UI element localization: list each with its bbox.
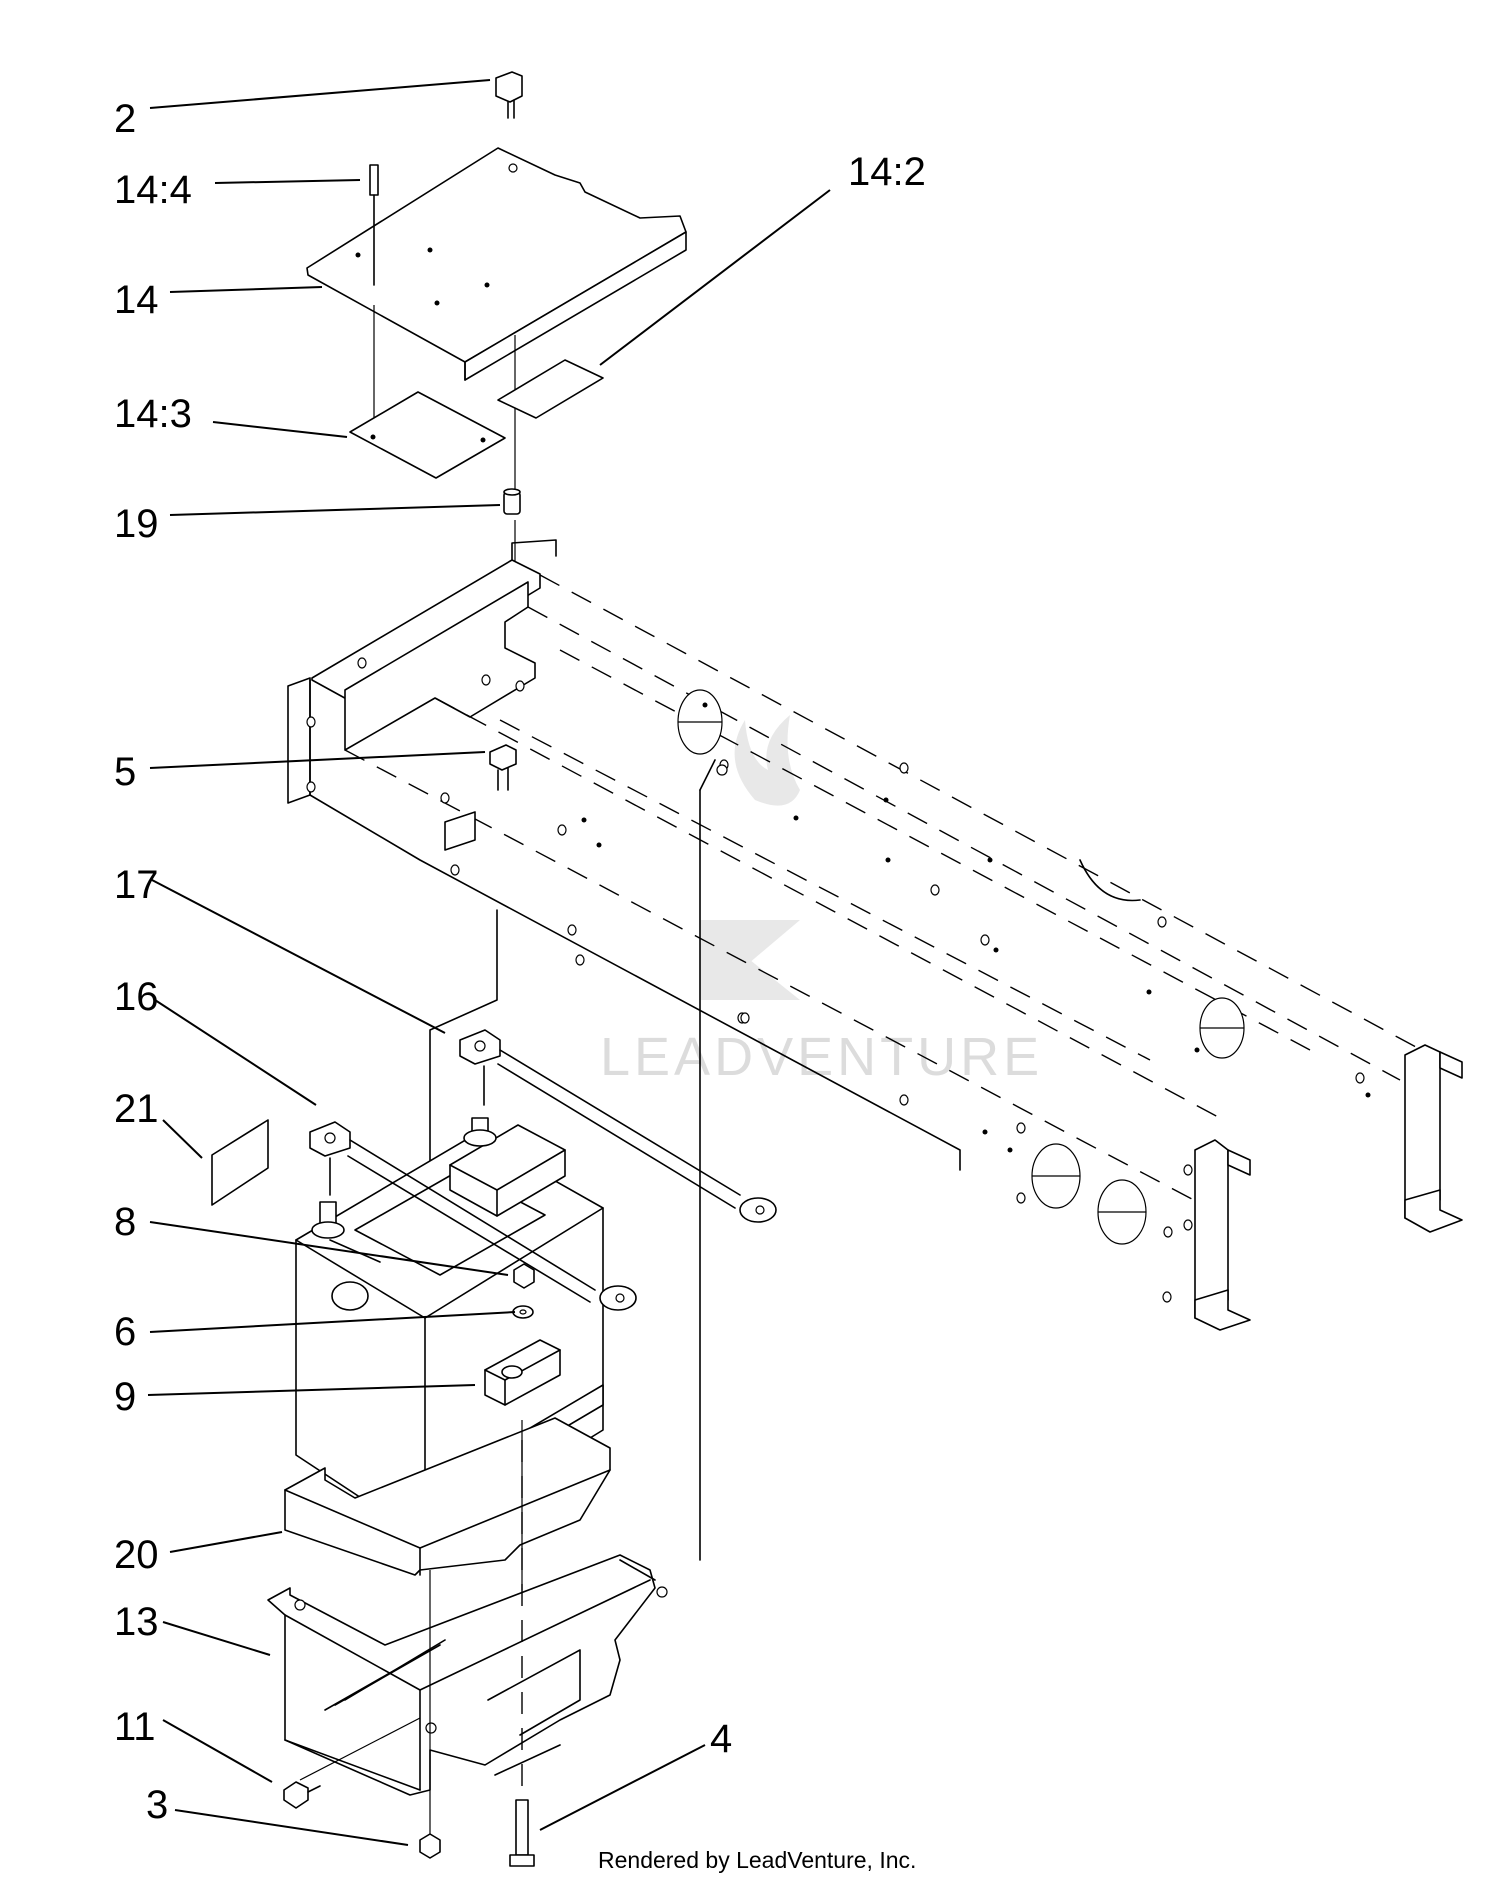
callout-9: 9: [114, 1375, 136, 1419]
part-17-cable: [459, 1029, 777, 1223]
callout-4: 4: [710, 1717, 732, 1761]
callout-17: 17: [114, 863, 159, 907]
watermark-text: LEADVENTURE: [600, 1027, 1043, 1087]
callout-20: 20: [114, 1533, 159, 1577]
callout-14: 14: [114, 278, 159, 322]
callout-labels: 2 14:4 14:2 14 14:3 19 5 17 16 21 8 6 9 …: [114, 97, 926, 1827]
leadventure-watermark: LEADVENTURE: [600, 715, 1043, 1087]
callout-11: 11: [114, 1705, 156, 1749]
part-20-tray: [284, 1417, 611, 1576]
callout-14-3: 14:3: [114, 392, 192, 436]
callout-2: 2: [114, 97, 136, 141]
callout-5: 5: [114, 750, 136, 794]
assembly-line-g: [299, 1717, 421, 1781]
frame-holes: [306, 657, 1371, 1303]
main-frame: [287, 539, 1463, 1561]
part-14-2-decal: [497, 359, 604, 419]
part-6-washer: [512, 1305, 534, 1319]
callout-16: 16: [114, 975, 159, 1019]
part-2-bolt: [495, 71, 523, 119]
callout-6: 6: [114, 1310, 136, 1354]
part-3-nut: [419, 1833, 441, 1859]
callout-21: 21: [114, 1087, 159, 1131]
leader-lines: [147, 79, 831, 1846]
part-19-spacer: [503, 488, 521, 515]
callout-19: 19: [114, 502, 159, 546]
callout-8: 8: [114, 1200, 136, 1244]
callout-14-2: 14:2: [848, 150, 926, 194]
part-11-bolt: [283, 1781, 321, 1809]
part-8-nut: [513, 1263, 535, 1289]
part-14-4-pin: [369, 164, 379, 286]
part-4-bolt: [509, 1799, 535, 1867]
part-14-cover: [306, 147, 687, 381]
part-13-box: [267, 1554, 668, 1796]
rendered-by-credit: Rendered by LeadVenture, Inc.: [598, 1847, 916, 1873]
part-5-bolt: [489, 744, 517, 791]
part-16-cable: [309, 1121, 637, 1311]
part-21-decal: [211, 1119, 269, 1206]
callout-14-4: 14:4: [114, 168, 192, 212]
callout-13: 13: [114, 1600, 159, 1644]
part-14-3-plate: [349, 391, 506, 479]
callout-3: 3: [146, 1783, 168, 1827]
